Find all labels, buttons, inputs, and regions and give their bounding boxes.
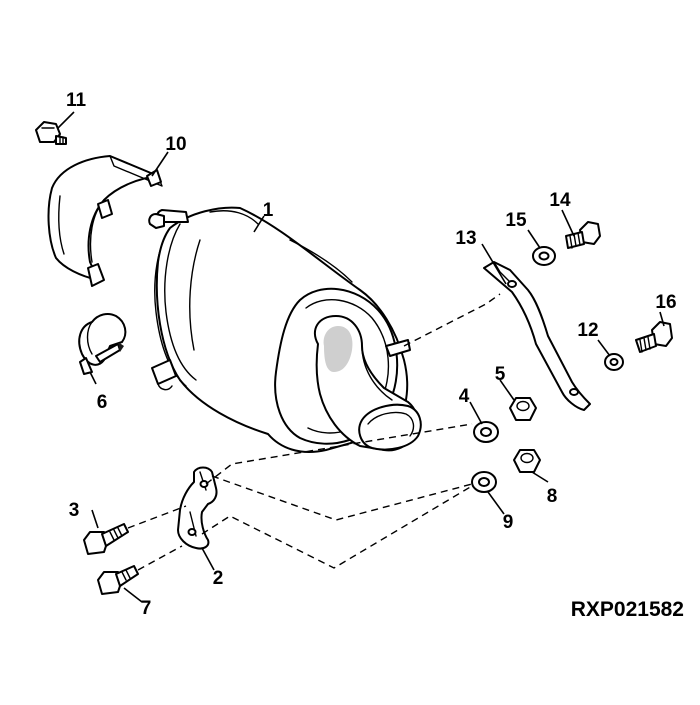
cap-screw-right bbox=[635, 321, 673, 353]
washer-upper bbox=[473, 421, 499, 443]
support-bracket bbox=[177, 466, 218, 550]
callout-14: 14 bbox=[549, 190, 571, 211]
cap-screw-lower bbox=[97, 565, 139, 595]
figure-reference-code: RXP021582 bbox=[571, 598, 684, 621]
leader-lines bbox=[57, 111, 665, 603]
callout-13: 13 bbox=[455, 228, 476, 249]
washer-right bbox=[604, 353, 624, 371]
muffler-bracket bbox=[483, 261, 591, 411]
muffler bbox=[148, 206, 422, 454]
callout-3: 3 bbox=[69, 500, 80, 521]
washer-top-right bbox=[532, 246, 556, 266]
callout-2: 2 bbox=[213, 568, 224, 589]
assembly-lines bbox=[127, 293, 501, 571]
washer-lower bbox=[471, 471, 497, 493]
nut-lower bbox=[513, 449, 541, 473]
callout-15: 15 bbox=[505, 210, 527, 231]
cap-screw-upper bbox=[83, 523, 129, 555]
nut-upper bbox=[509, 397, 537, 421]
callout-labels: 1 2 3 4 5 6 7 8 9 10 11 12 13 14 15 16 bbox=[66, 90, 677, 619]
flange-screw bbox=[35, 121, 67, 145]
callout-11: 11 bbox=[66, 90, 87, 111]
callout-6: 6 bbox=[97, 392, 108, 413]
callout-1: 1 bbox=[263, 200, 274, 221]
callout-7: 7 bbox=[141, 598, 152, 619]
callout-8: 8 bbox=[547, 486, 558, 507]
callout-4: 4 bbox=[459, 386, 470, 407]
heat-shield bbox=[47, 155, 163, 287]
callout-12: 12 bbox=[577, 320, 598, 341]
flange-screw-top-right bbox=[565, 221, 601, 249]
callout-16: 16 bbox=[655, 292, 676, 313]
callout-10: 10 bbox=[165, 134, 186, 155]
clamp bbox=[78, 313, 127, 375]
callout-9: 9 bbox=[503, 512, 514, 533]
callout-5: 5 bbox=[495, 364, 506, 385]
